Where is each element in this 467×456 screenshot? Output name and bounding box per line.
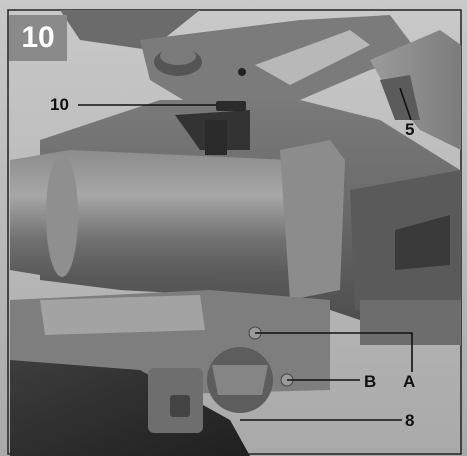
leader-line-a xyxy=(255,332,413,372)
knob-latch xyxy=(170,395,190,417)
callout-handle: 5 xyxy=(405,120,415,139)
leader-line-5 xyxy=(399,87,412,121)
rear-grip xyxy=(370,30,461,150)
knob-grip xyxy=(212,365,268,395)
callout-position-a: A xyxy=(403,372,416,391)
vent-slot xyxy=(395,215,450,270)
callout-position-b: B xyxy=(364,372,377,391)
tube-ring xyxy=(46,153,78,277)
top-arm xyxy=(60,10,200,50)
grip-trigger xyxy=(380,75,420,120)
callout-knob: 8 xyxy=(405,411,415,430)
callout-lock-switch: 10 xyxy=(50,95,69,114)
lock-switch xyxy=(216,101,246,111)
lower-tube-highlight xyxy=(40,295,205,335)
tube-collar xyxy=(280,140,345,300)
handle-highlight xyxy=(255,30,370,85)
top-knob-face xyxy=(160,47,196,65)
screw xyxy=(238,68,246,76)
spring xyxy=(205,120,227,155)
blower-tube xyxy=(10,150,300,280)
figure-number-badge: 10 xyxy=(9,15,67,61)
right-bracket xyxy=(360,300,461,345)
